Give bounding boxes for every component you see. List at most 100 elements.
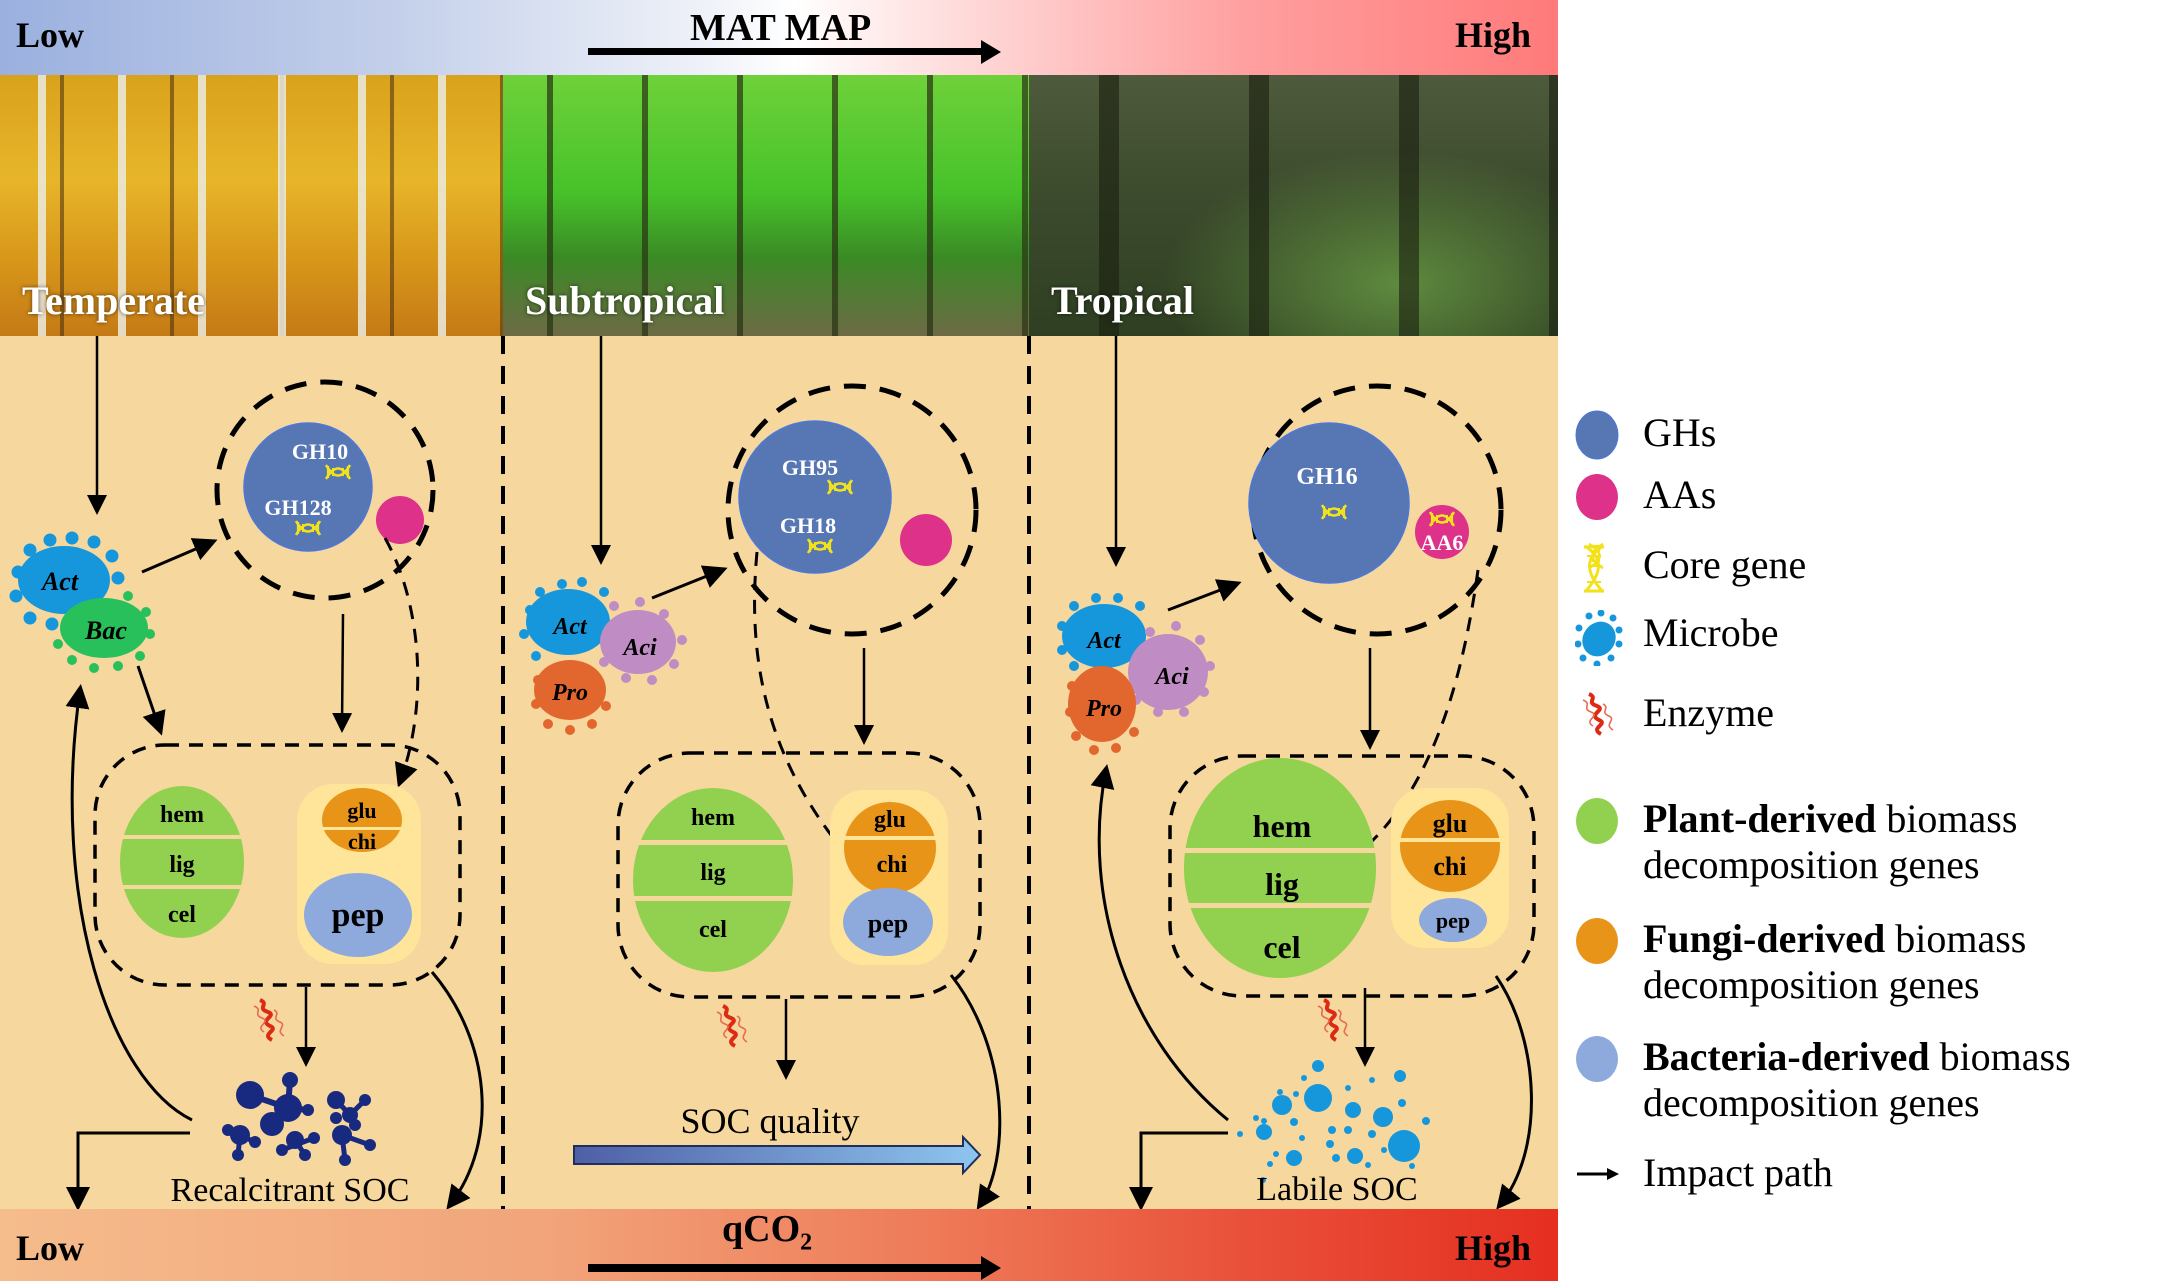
legend-item-impact-path: Impact path xyxy=(1575,1150,1833,1196)
microbe-act: Act xyxy=(1057,593,1146,671)
legend-line2: decomposition genes xyxy=(1643,962,1980,1007)
aa-circle xyxy=(376,496,424,544)
plant-gene-label: cel xyxy=(1263,929,1300,965)
dashed-impact-arrow xyxy=(753,551,865,875)
gene-dashed-circle xyxy=(214,379,436,601)
feedback-arrow xyxy=(1090,764,1229,1122)
biome-photos: Temperate Subtropical Tropical xyxy=(0,75,1558,336)
bacteria-gene-label: pep xyxy=(1436,908,1470,933)
qco2-subscript: 2 xyxy=(800,1229,813,1256)
subtropical-column: GH95 GH18 Act Aci Pro hem lig cel xyxy=(519,336,1002,1210)
microbe-aci: Aci xyxy=(1128,621,1215,717)
gh-circle-icon xyxy=(1575,410,1619,460)
qco2-title-text: qCO xyxy=(722,1208,801,1250)
aa-circle xyxy=(1415,505,1469,559)
plant-gene-label: lig xyxy=(169,852,194,878)
enzyme-icon xyxy=(715,1004,749,1048)
microbe-label: Act xyxy=(40,567,79,596)
legend-item-ghs: GHs xyxy=(1575,410,1716,460)
gene-dashed-circle xyxy=(725,383,979,637)
subtropical-forest-photo: Subtropical xyxy=(503,75,1029,336)
plant-gene-circle-icon xyxy=(1576,798,1618,844)
fungi-gene-ellipse xyxy=(322,788,402,852)
dashed-impact-arrow xyxy=(383,537,420,788)
gh-gene-label: GH18 xyxy=(780,513,836,538)
diagram-svg: GH10 GH128 Act Bac hem lig xyxy=(9,336,1536,1211)
fungi-gene-label: glu xyxy=(874,807,906,833)
microbe-label: Aci xyxy=(1153,664,1189,690)
soc-type-label: Recalcitrant SOC xyxy=(171,1172,410,1209)
temperate-forest-photo: Temperate xyxy=(0,75,503,336)
legend-rest: biomass xyxy=(1876,796,2018,841)
mat-low-label: Low xyxy=(16,15,85,55)
aa-circle xyxy=(900,514,952,566)
dna-icon xyxy=(1583,542,1605,594)
fungi-gene-ellipse xyxy=(844,802,936,894)
gh-gene-label: GH16 xyxy=(1296,464,1357,490)
legend-label: Core gene xyxy=(1643,542,1807,587)
impact-arrow xyxy=(332,613,353,733)
qco2-arrow xyxy=(949,974,1002,1210)
legend-label: GHs xyxy=(1643,410,1717,455)
legend-item-enzyme: Enzyme xyxy=(1575,690,1774,740)
gh-gene-label: GH128 xyxy=(264,495,331,520)
feedback-arrow xyxy=(65,684,193,1122)
impact-arrow xyxy=(136,665,166,736)
mat-arrow-shaft xyxy=(588,48,983,55)
gh-circle xyxy=(243,422,373,552)
biome-label-tropical: Tropical xyxy=(1051,278,1194,323)
soc-type-label: Labile SOC xyxy=(1256,1171,1417,1208)
fungi-gene-label: chi xyxy=(877,852,908,878)
fungi-gene-label: glu xyxy=(1433,809,1468,838)
tropical-forest-photo: Tropical xyxy=(1029,75,1558,336)
legend-item-aas: AAs xyxy=(1575,472,1716,522)
gh-circle xyxy=(738,420,892,574)
impact-arrow xyxy=(1167,579,1242,612)
qco2-low-label: Low xyxy=(16,1228,85,1268)
bacteria-gene-ellipse xyxy=(304,873,412,957)
impact-arrow xyxy=(651,565,728,600)
fungi-gene-label: glu xyxy=(347,798,376,823)
plant-gene-ellipse xyxy=(1184,758,1376,978)
biome-label-subtropical: Subtropical xyxy=(525,278,725,323)
bacteria-gene-circle-icon xyxy=(1576,1036,1618,1082)
legend-bold: Plant-derived xyxy=(1643,796,1877,841)
biome-label-temperate: Temperate xyxy=(22,278,205,323)
qco2-arrow-head-icon xyxy=(981,1256,1001,1280)
labile-soc-icon xyxy=(1237,1060,1430,1183)
legend-label: AAs xyxy=(1643,472,1717,517)
recalcitrant-soc-icon xyxy=(222,1072,376,1166)
tropical-column: GH16 AA6 Act Aci Pro hem lig cel xyxy=(1057,336,1536,1211)
plant-gene-label: lig xyxy=(700,860,725,886)
legend-item-microbe: Microbe xyxy=(1575,610,1779,666)
mat-map-band: Low MAT MAP High xyxy=(0,0,1558,75)
mat-map-title: MAT MAP xyxy=(690,7,872,49)
legend-line2: decomposition genes xyxy=(1643,842,1980,887)
microbe-bac: Bac xyxy=(53,591,155,673)
microbe-pro: Pro xyxy=(531,660,611,735)
temperate-column: GH10 GH128 Act Bac hem lig xyxy=(9,336,484,1211)
microbe-label: Act xyxy=(551,614,588,640)
plant-gene-label: hem xyxy=(691,805,735,831)
bacteria-gene-ellipse xyxy=(843,888,933,956)
legend-item-core-gene: Core gene xyxy=(1575,542,1806,596)
plant-gene-label: cel xyxy=(699,917,727,943)
fungi-gene-label: chi xyxy=(348,829,376,854)
gene-group-box xyxy=(1168,754,1536,998)
enzyme-icon xyxy=(252,998,286,1042)
legend-label: Impact path xyxy=(1643,1150,1833,1195)
aa-circle-icon xyxy=(1576,474,1618,520)
mat-arrow-head-icon xyxy=(981,40,1001,64)
arrow-right-icon xyxy=(1577,1168,1619,1180)
fungi-gene-ellipse xyxy=(1400,800,1500,892)
plant-gene-label: cel xyxy=(168,902,196,928)
qco2-arrow xyxy=(1494,975,1533,1210)
qco2-title: qCO2 xyxy=(722,1207,812,1257)
gene-group-box xyxy=(93,743,462,987)
microbe-icon xyxy=(1575,610,1623,666)
gh-gene-label: GH10 xyxy=(292,439,348,464)
microbe-pro: Pro xyxy=(1065,666,1139,755)
